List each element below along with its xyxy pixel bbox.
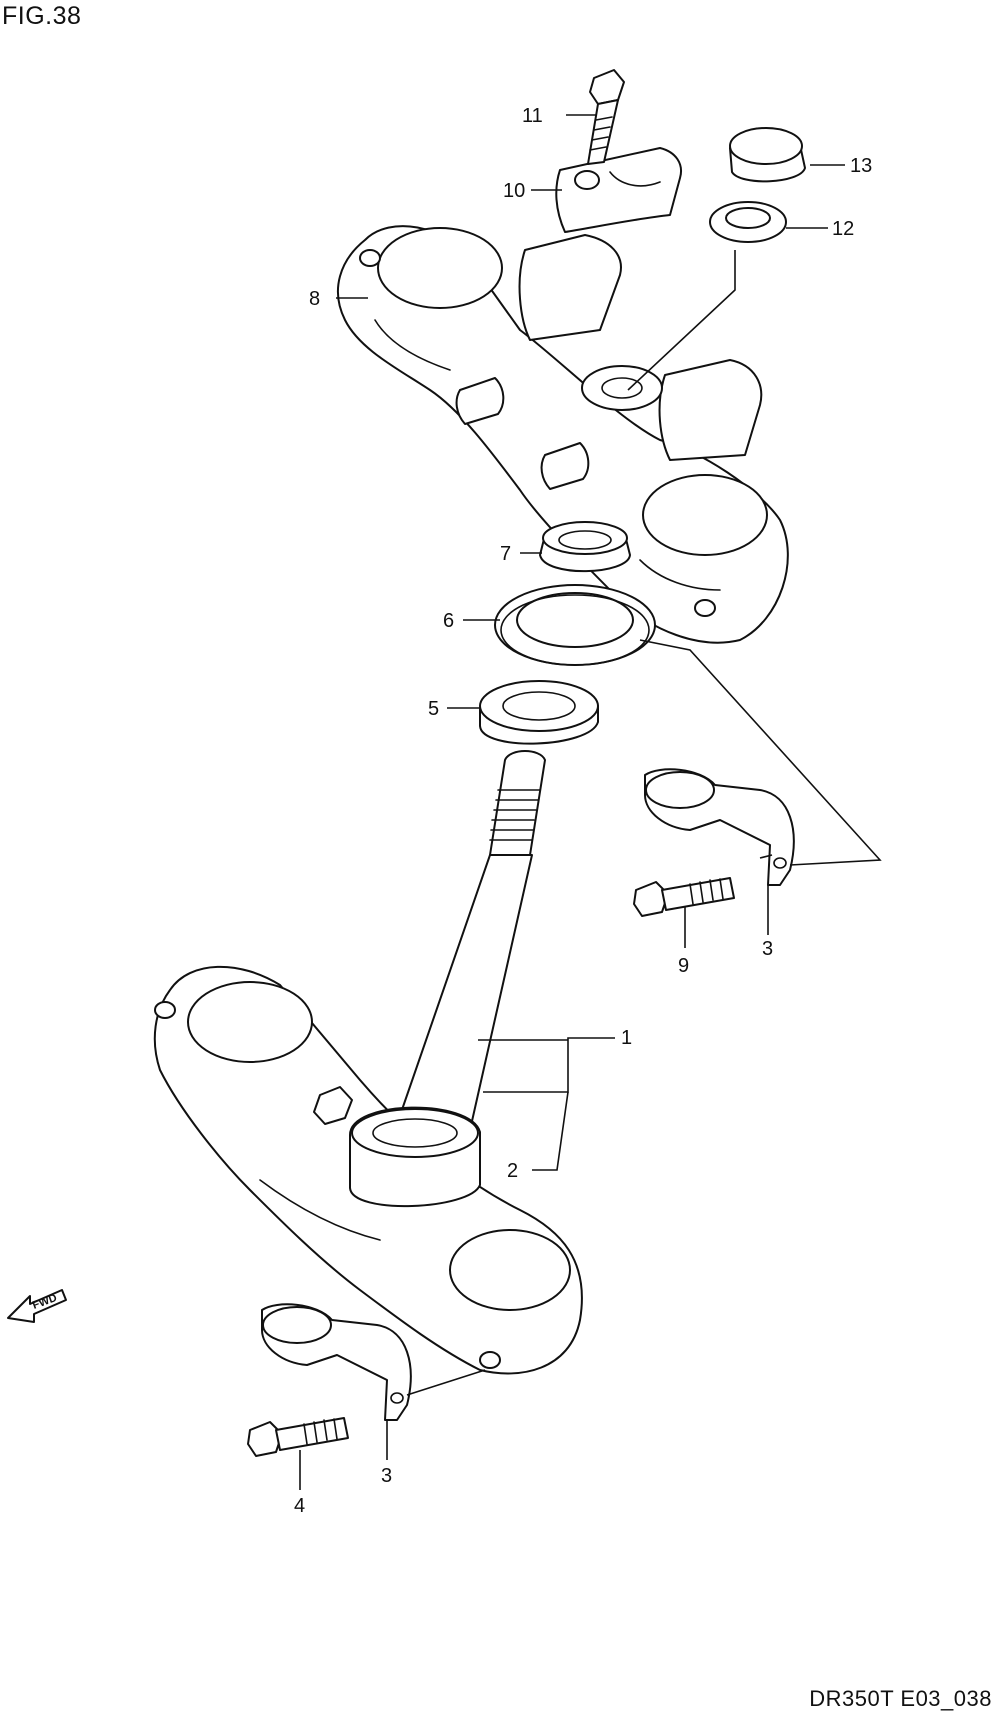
handlebar-holder-10 <box>555 147 682 233</box>
cable-guide-lower-3 <box>261 1303 412 1421</box>
figure-title: FIG.38 <box>2 2 82 30</box>
bolt-11 <box>587 69 625 165</box>
callout-13: 13 <box>850 155 872 177</box>
bolt-9 <box>633 877 735 917</box>
callout-3-upper: 3 <box>762 938 773 960</box>
dust-seal-6 <box>494 584 656 666</box>
callout-7: 7 <box>500 543 511 565</box>
cap-nut-13 <box>729 127 806 183</box>
callout-4: 4 <box>294 1495 305 1517</box>
callout-10: 10 <box>503 180 525 202</box>
leader-lines <box>299 114 882 1490</box>
callout-6: 6 <box>443 610 454 632</box>
callout-1: 1 <box>621 1027 632 1049</box>
steering-stem-1 <box>153 750 583 1375</box>
diagram-code: DR350T E03_038 <box>809 1686 992 1711</box>
callout-labels: 11 10 8 13 12 7 6 5 1 2 9 3 4 3 <box>294 105 872 1517</box>
callout-11: 11 <box>522 105 543 127</box>
upper-bracket-8 <box>336 225 789 644</box>
callout-3-lower: 3 <box>381 1465 392 1487</box>
cable-guide-upper-3 <box>644 768 795 886</box>
callout-9: 9 <box>678 955 689 977</box>
callout-12: 12 <box>832 218 854 240</box>
ring-nut-7 <box>539 521 631 573</box>
forward-direction-arrow-icon: FWD <box>7 1289 67 1323</box>
callout-5: 5 <box>428 698 439 720</box>
bolt-4 <box>247 1417 349 1457</box>
callout-8: 8 <box>309 288 320 310</box>
callout-2: 2 <box>507 1160 518 1182</box>
washer-12 <box>709 201 787 243</box>
bearing-5 <box>479 680 599 745</box>
